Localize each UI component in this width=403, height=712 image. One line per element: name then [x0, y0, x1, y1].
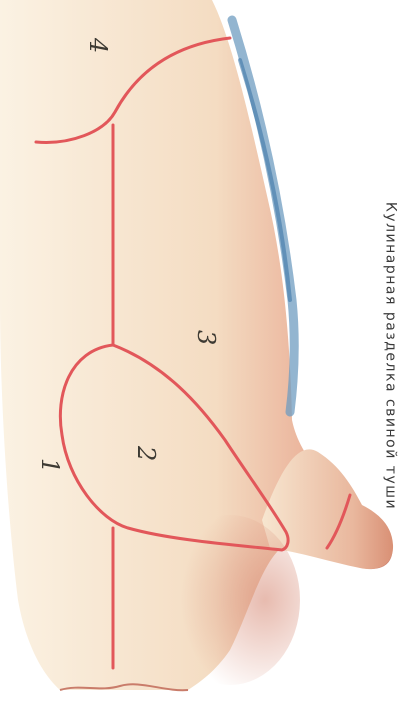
region-2-label: 2	[132, 445, 160, 461]
figure-caption-wrap: Кулинарная разделка свиной туши	[383, 202, 402, 510]
figure-caption: Кулинарная разделка свиной туши	[383, 202, 399, 510]
region-1-label: 1	[36, 458, 64, 473]
region-4-label: 4	[84, 37, 112, 53]
region-3-label: 3	[192, 330, 220, 345]
ham-shading	[160, 515, 300, 685]
